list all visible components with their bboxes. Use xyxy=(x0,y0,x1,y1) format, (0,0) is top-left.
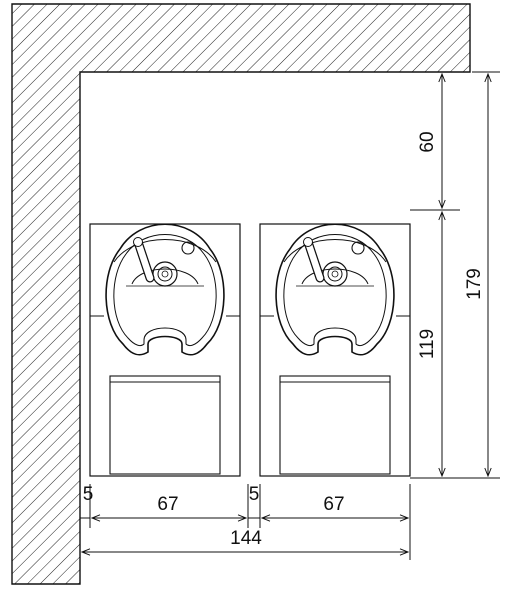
dimension-label-179: 179 xyxy=(464,268,485,300)
dimension-overall-depth: 179 xyxy=(464,74,488,476)
dimension-label-144: 144 xyxy=(230,528,262,549)
extension-lines-bottom xyxy=(89,484,411,560)
basin-unit-2 xyxy=(260,224,410,476)
extension-lines-right xyxy=(410,71,500,479)
dimension-top-clearance: 60 xyxy=(417,74,442,208)
wall-hatched xyxy=(11,3,471,585)
dimension-unit-depth: 119 xyxy=(417,212,442,476)
dimension-label-unit2-width: 67 xyxy=(323,494,344,515)
dimension-label-left-gap: 5 xyxy=(83,484,94,505)
dimension-overall-width: 144 xyxy=(82,528,408,552)
basin-unit-1 xyxy=(90,224,240,476)
dimension-label-unit1-width: 67 xyxy=(157,494,178,515)
dimension-row-units: 5 67 5 67 xyxy=(80,484,408,518)
dimension-label-middle-gap: 5 xyxy=(249,484,260,505)
dimension-label-60: 60 xyxy=(417,131,438,152)
dimension-label-119: 119 xyxy=(417,329,438,359)
